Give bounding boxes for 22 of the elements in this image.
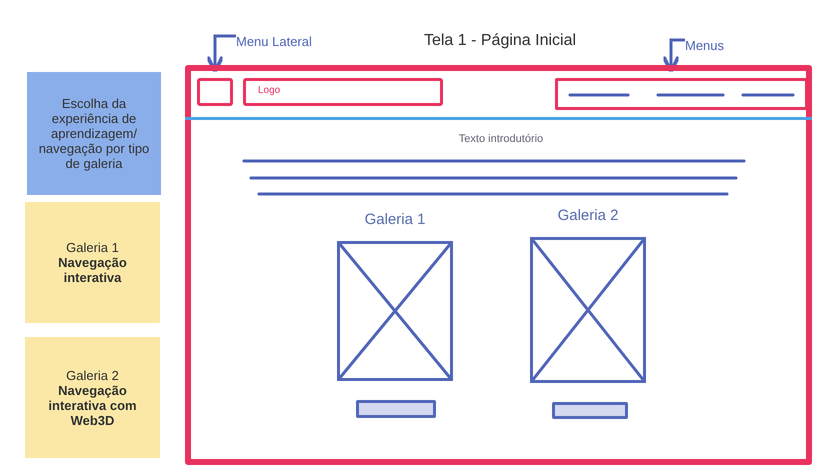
sticky-note xyxy=(27,72,161,195)
note-text: Escolha da experiência de aprendizagem/ navegação por tipo de galeria xyxy=(38,96,150,171)
annotation-label: Menu Lateral xyxy=(236,34,346,54)
note-text: Galeria 1 xyxy=(66,240,119,255)
button-placeholder xyxy=(356,400,436,418)
gallery-title: Galeria 1 xyxy=(364,211,426,230)
intro-text: Texto introdutório xyxy=(458,133,544,145)
gallery-title: Galeria 2 xyxy=(556,207,620,226)
button-placeholder xyxy=(552,402,628,419)
arrow xyxy=(206,34,236,74)
note-subtitle: Navegação interativa xyxy=(57,255,128,285)
arrow xyxy=(662,38,685,74)
sticky-note xyxy=(25,202,160,323)
page-title: Tela 1 - Página Inicial xyxy=(422,32,578,50)
header-field: Logo xyxy=(243,78,443,106)
sticky-note xyxy=(25,337,160,458)
menu-button xyxy=(197,78,233,106)
note-subtitle: Navegação interativa com Web3D xyxy=(47,382,138,428)
menu-bar xyxy=(555,78,808,110)
note-text: Galeria 2 xyxy=(66,368,119,382)
annotation-label: Menus xyxy=(685,38,745,58)
wireframe-screen xyxy=(185,65,812,465)
